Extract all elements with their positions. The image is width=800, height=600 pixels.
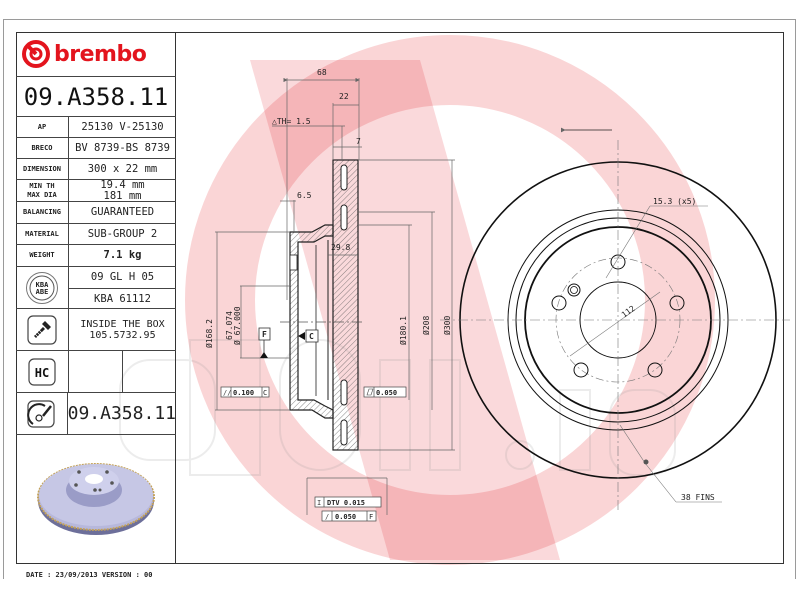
spec-value: GUARANTEED (90, 206, 155, 218)
svg-text:C: C (263, 389, 267, 397)
spec-value: 25130 V-25130 (81, 120, 164, 133)
spec-value: 7.1 kg (103, 249, 142, 261)
hc-icon: HC (28, 357, 56, 386)
spec-value: BV 8739-BS 8739 (75, 141, 170, 154)
spec-row-balancing: BALANCING GUARANTEED (16, 202, 176, 224)
svg-text:△TH= 1.5: △TH= 1.5 (272, 117, 311, 126)
svg-text:DTV 0.015: DTV 0.015 (327, 499, 365, 507)
screw-part-number: 105.5732.95 (89, 329, 156, 341)
spec-value: 19.4 mm (100, 178, 145, 191)
svg-text:0.100: 0.100 (233, 389, 254, 397)
kba-code: 09 GL H 05 (69, 267, 176, 289)
right-diameter-dimensions (358, 159, 455, 451)
dtv-tolerance-frame: I DTV 0.015 / 0.050 F (306, 477, 388, 522)
drawing-frame (16, 32, 784, 564)
spec-row-min-th: MIN TH MAX DIA 19.4 mm 181 mm (16, 178, 176, 202)
front-view (440, 127, 790, 510)
svg-text:HC: HC (35, 366, 49, 380)
svg-text:Ø 67.000: Ø 67.000 (232, 306, 242, 345)
svg-text:29.8: 29.8 (331, 243, 350, 252)
svg-text:Ø180.1: Ø180.1 (398, 316, 408, 345)
brake-caliper-icon (27, 399, 55, 428)
svg-text:38 FINS: 38 FINS (681, 493, 715, 502)
footer-part-number: 09.A358.11 (67, 403, 176, 424)
spec-row-ap: AP 25130 V-25130 (16, 117, 176, 138)
svg-text:F: F (262, 330, 267, 339)
brand-name: brembo (54, 41, 147, 67)
svg-text:22: 22 (339, 92, 349, 101)
kba-row: KBA ABE 09 GL H 05 KBA 61112 (16, 267, 176, 309)
svg-text:112: 112 (620, 304, 637, 320)
kba-abe-badge-icon: KBA ABE (26, 271, 58, 304)
svg-text:Ø300: Ø300 (442, 316, 452, 335)
parallelism-tolerance-frame: // 0.100 C (220, 386, 270, 398)
kba-number: KBA 61112 (94, 292, 151, 305)
svg-text:KBA: KBA (36, 281, 49, 289)
spec-panel: brembo 09.A358.11 AP 25130 V-25130 BRECO… (16, 32, 176, 564)
svg-text:Ø208: Ø208 (421, 316, 431, 335)
footer-part-row: 09.A358.11 (16, 393, 176, 435)
brand-logo: brembo (16, 32, 176, 77)
spec-label: MAX DIA (27, 190, 57, 199)
datum-c-box (305, 329, 319, 343)
spec-row-material: MATERIAL SUB-GROUP 2 (16, 224, 176, 245)
svg-text:/: / (325, 513, 329, 521)
outer-frame (3, 19, 796, 579)
spec-label: BRECO (16, 138, 69, 158)
spec-row-dimension: DIMENSION 300 x 22 mm (16, 159, 176, 180)
spec-row-weight: WEIGHT 7.1 kg (16, 245, 176, 267)
disc-render (16, 435, 176, 564)
svg-text:Ø168.2: Ø168.2 (204, 319, 214, 348)
date-version: DATE : 23/09/2013 VERSION : 00 (26, 571, 153, 579)
spec-label: MATERIAL (16, 224, 69, 244)
svg-text:0.050: 0.050 (335, 513, 356, 521)
svg-text:F: F (369, 513, 373, 521)
spec-label: MIN TH (29, 181, 55, 190)
hc-row: HC (16, 351, 176, 393)
spec-label: WEIGHT (16, 245, 69, 266)
part-number: 09.A358.11 (16, 77, 176, 117)
spec-value: 181 mm (103, 189, 142, 202)
svg-text:7: 7 (356, 137, 361, 146)
datum-f-box (258, 327, 271, 341)
flatness-tolerance-frame: 0.050 (363, 386, 407, 398)
svg-text:67.074: 67.074 (225, 311, 234, 340)
brembo-logo-icon (22, 40, 50, 68)
top-dimensions (272, 77, 362, 300)
brake-disc-3d-image (37, 463, 155, 535)
svg-text://: // (223, 389, 231, 397)
spec-value: SUB-GROUP 2 (87, 227, 158, 240)
screw-note: INSIDE THE BOX (80, 318, 165, 330)
svg-text:I: I (317, 499, 321, 507)
svg-text:6.5: 6.5 (297, 191, 312, 200)
svg-text:C: C (309, 332, 314, 341)
spec-label: BALANCING (16, 202, 69, 223)
svg-text:68: 68 (317, 68, 327, 77)
svg-text:0.050: 0.050 (376, 389, 397, 397)
spec-label: AP (16, 117, 69, 137)
spec-value: 300 x 22 mm (87, 162, 158, 175)
section-view (280, 159, 365, 451)
svg-text:15.3 (x5): 15.3 (x5) (653, 197, 696, 206)
spec-row-breco: BRECO BV 8739-BS 8739 (16, 138, 176, 159)
screw-row: INSIDE THE BOX 105.5732.95 (16, 309, 176, 351)
spec-label: DIMENSION (16, 159, 69, 179)
screw-icon (27, 314, 57, 345)
svg-text:ABE: ABE (36, 288, 49, 296)
